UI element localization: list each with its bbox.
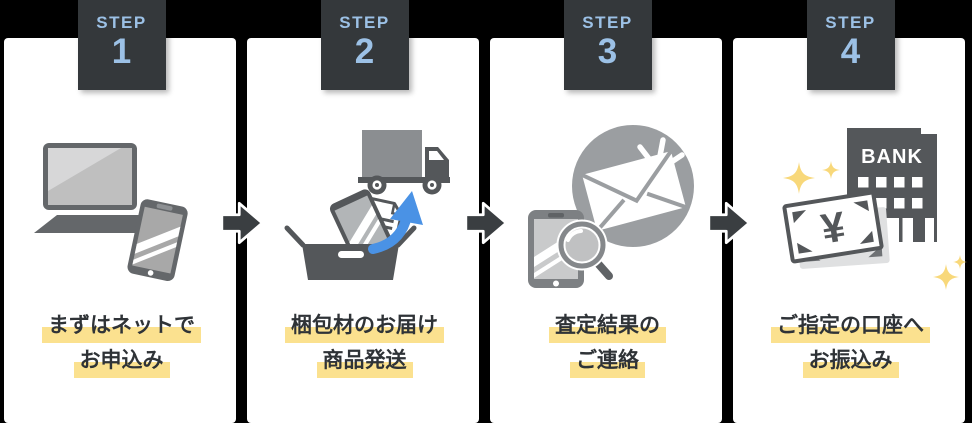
caption-line: お振込み (802, 343, 899, 378)
caption-line: ご指定の口座へ (771, 308, 930, 343)
step-badge-label: STEP (96, 13, 147, 32)
laptop (34, 143, 144, 233)
notification-lines (637, 137, 685, 166)
envelope-icon (581, 149, 687, 233)
sparkle-icons (783, 161, 967, 290)
truck-icon (358, 130, 450, 195)
step-badge-4: STEP 4 (806, 0, 895, 90)
banknotes-icon: ¥ (782, 190, 890, 269)
caption-line: 査定結果の (549, 308, 666, 343)
right-arrow-icon (707, 201, 751, 245)
curved-up-arrow-icon (368, 191, 423, 254)
smartphone (127, 199, 188, 282)
bank-and-money-icon: BANK (782, 128, 967, 290)
step-caption-1: まずはネットで お申込み (0, 308, 243, 378)
step-panel-4: STEP 4 BANK (729, 0, 972, 423)
caption-line: 梱包材のお届け (285, 308, 444, 343)
caption-line: まずはネットで (42, 308, 201, 343)
step-badge-label: STEP (825, 13, 876, 32)
step-badge-label: STEP (582, 13, 633, 32)
step-badge-number: 4 (840, 32, 861, 71)
step-badge-number: 2 (354, 32, 375, 71)
bank-sign: BANK (861, 146, 923, 168)
magnifier-icon (556, 219, 616, 283)
step-caption-4: ご指定の口座へ お振込み (729, 308, 972, 378)
step-panel-2: STEP 2 (243, 0, 486, 423)
step-badge-1: STEP 1 (77, 0, 166, 90)
mail-and-phone-assessment-icon (528, 125, 694, 288)
laptop-and-smartphone-icon (34, 143, 188, 282)
step-badge-label: STEP (339, 13, 390, 32)
step-badge-2: STEP 2 (320, 0, 409, 90)
smartphone (528, 210, 584, 288)
caption-line: 商品発送 (316, 343, 413, 378)
caption-line: お申込み (73, 343, 170, 378)
packing-box-and-truck-icon (284, 130, 450, 280)
right-arrow-icon (464, 201, 508, 245)
step-badge-number: 1 (111, 32, 132, 71)
step-panel-3: STEP 3 (486, 0, 729, 423)
step-badge-number: 3 (597, 32, 618, 71)
step-badge-3: STEP 3 (563, 0, 652, 90)
caption-line: ご連絡 (570, 343, 645, 378)
step-caption-3: 査定結果の ご連絡 (486, 308, 729, 378)
right-arrow-icon (220, 201, 264, 245)
step-caption-2: 梱包材のお届け 商品発送 (243, 308, 486, 378)
step-panel-1: STEP 1 まずはネットで お申込み (0, 0, 243, 423)
